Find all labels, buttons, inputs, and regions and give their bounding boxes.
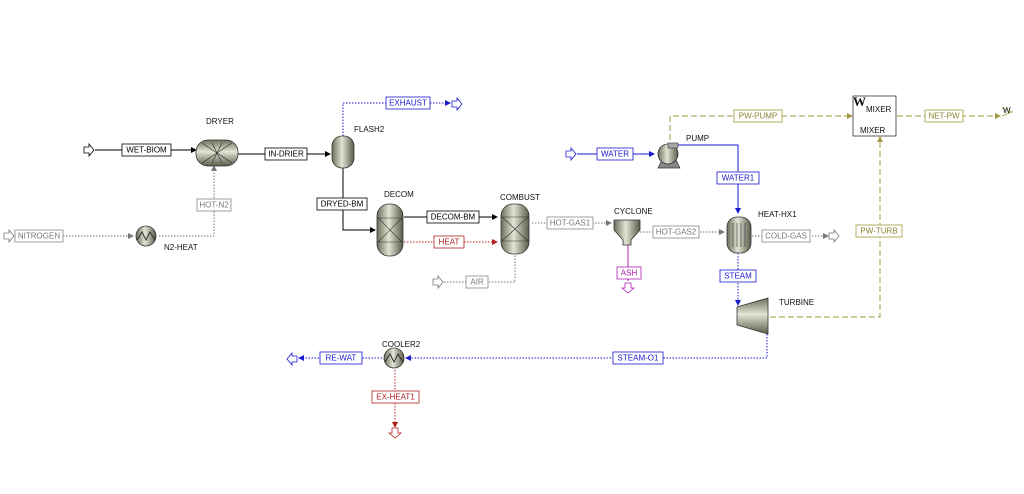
turbine-block[interactable] [736, 297, 769, 335]
tag-heat[interactable]: HEAT [433, 235, 465, 249]
tag-hot-n2[interactable]: HOT-N2 [196, 198, 232, 212]
tag-steam[interactable]: STEAM [719, 269, 757, 283]
tag-wet-biom[interactable]: WET-BIOM [121, 143, 172, 157]
svg-text:PW-PUMP: PW-PUMP [739, 112, 778, 121]
combust-block[interactable] [500, 203, 530, 255]
tag-cold-gas[interactable]: COLD-GAS [761, 229, 811, 243]
tag-net-pw[interactable]: NET-PW [924, 109, 964, 123]
svg-text:DRYED-BM: DRYED-BM [321, 200, 364, 209]
label-dryer: DRYER [206, 117, 234, 126]
svg-text:HEAT: HEAT [439, 238, 460, 247]
tag-decom-bm[interactable]: DECOM-BM [426, 210, 480, 224]
stream-tags: WET-BIOM IN-DRIER EXHAUST HOT-N2 NITROGE… [14, 96, 964, 404]
pump-block[interactable] [657, 142, 681, 169]
svg-text:HOT-N2: HOT-N2 [199, 201, 229, 210]
tag-exhaust[interactable]: EXHAUST [385, 96, 431, 110]
block-labels: DRYER FLASH2 N2-HEAT DECOM COMBUST CYCLO… [164, 94, 1011, 349]
label-flash2: FLASH2 [354, 125, 385, 134]
tag-steam-o1[interactable]: STEAM-O1 [612, 351, 664, 365]
tag-re-wat[interactable]: RE-WAT [319, 351, 363, 365]
flash2-block[interactable] [331, 135, 355, 169]
tag-hot-gas1[interactable]: HOT-GAS1 [546, 216, 594, 230]
label-mixer: MIXER [860, 126, 886, 135]
decom-block[interactable] [376, 203, 404, 257]
label-mixer-inner: MIXER [866, 105, 892, 114]
mixer-w-symbol: W [853, 94, 866, 109]
label-cyclone: CYCLONE [614, 207, 653, 216]
svg-text:IN-DRIER: IN-DRIER [268, 150, 304, 159]
svg-text:COLD-GAS: COLD-GAS [765, 232, 807, 241]
svg-text:WET-BIOM: WET-BIOM [126, 146, 167, 155]
svg-text:WATER: WATER [601, 150, 629, 159]
svg-text:HOT-GAS2: HOT-GAS2 [656, 228, 697, 237]
svg-text:PW-TURB: PW-TURB [860, 227, 897, 236]
svg-text:WATER1: WATER1 [722, 174, 755, 183]
feed-arrow-nitrogen [3, 228, 15, 244]
unit-blocks [135, 95, 897, 369]
product-arrow-ash [620, 282, 636, 294]
svg-text:EXHAUST: EXHAUST [389, 99, 427, 108]
label-pump: PUMP [686, 134, 709, 143]
svg-text:STEAM-O1: STEAM-O1 [618, 354, 659, 363]
product-arrow-w [1001, 107, 1014, 117]
tag-pw-pump[interactable]: PW-PUMP [733, 109, 783, 123]
label-combust: COMBUST [500, 193, 540, 202]
tag-ex-heat1[interactable]: EX-HEAT1 [371, 390, 420, 404]
feed-arrow-air [432, 274, 444, 290]
label-decom: DECOM [384, 190, 414, 199]
tag-water1[interactable]: WATER1 [716, 171, 760, 185]
svg-text:RE-WAT: RE-WAT [326, 354, 357, 363]
label-w-out: W [1003, 106, 1011, 115]
label-cooler2: COOLER2 [382, 340, 421, 349]
feed-arrow-wet-biom [83, 142, 95, 158]
tag-nitrogen[interactable]: NITROGEN [14, 229, 64, 243]
label-turbine: TURBINE [779, 298, 814, 307]
svg-text:HOT-GAS1: HOT-GAS1 [550, 219, 591, 228]
svg-text:STEAM: STEAM [724, 272, 752, 281]
product-arrow-ex-heat1 [387, 427, 403, 439]
product-arrow-cold-gas [828, 228, 840, 244]
svg-text:DECOM-BM: DECOM-BM [431, 213, 476, 222]
feed-arrow-water [565, 146, 577, 162]
cooler2-block[interactable] [383, 347, 405, 369]
svg-text:AIR: AIR [470, 278, 484, 287]
dryer-block[interactable] [195, 139, 239, 167]
heat-hx1-block[interactable] [726, 216, 752, 254]
n2-heat-block[interactable] [135, 225, 157, 247]
tag-air[interactable]: AIR [465, 275, 489, 289]
tag-hot-gas2[interactable]: HOT-GAS2 [652, 225, 700, 239]
label-heat-hx1: HEAT-HX1 [758, 210, 797, 219]
cyclone-block[interactable] [613, 219, 641, 246]
tag-in-drier[interactable]: IN-DRIER [264, 147, 308, 161]
svg-text:NITROGEN: NITROGEN [18, 232, 60, 241]
tag-dryed-bm[interactable]: DRYED-BM [316, 197, 368, 211]
product-arrow-exhaust [451, 96, 463, 112]
tag-ash[interactable]: ASH [616, 266, 642, 280]
svg-text:ASH: ASH [621, 269, 638, 278]
mixer-block[interactable] [852, 95, 897, 137]
label-n2-heat: N2-HEAT [164, 243, 198, 252]
tag-pw-turb[interactable]: PW-TURB [855, 224, 903, 238]
tag-water[interactable]: WATER [596, 147, 634, 161]
svg-text:NET-PW: NET-PW [928, 112, 960, 121]
product-arrow-re-wat [286, 351, 298, 367]
svg-text:EX-HEAT1: EX-HEAT1 [376, 393, 415, 402]
